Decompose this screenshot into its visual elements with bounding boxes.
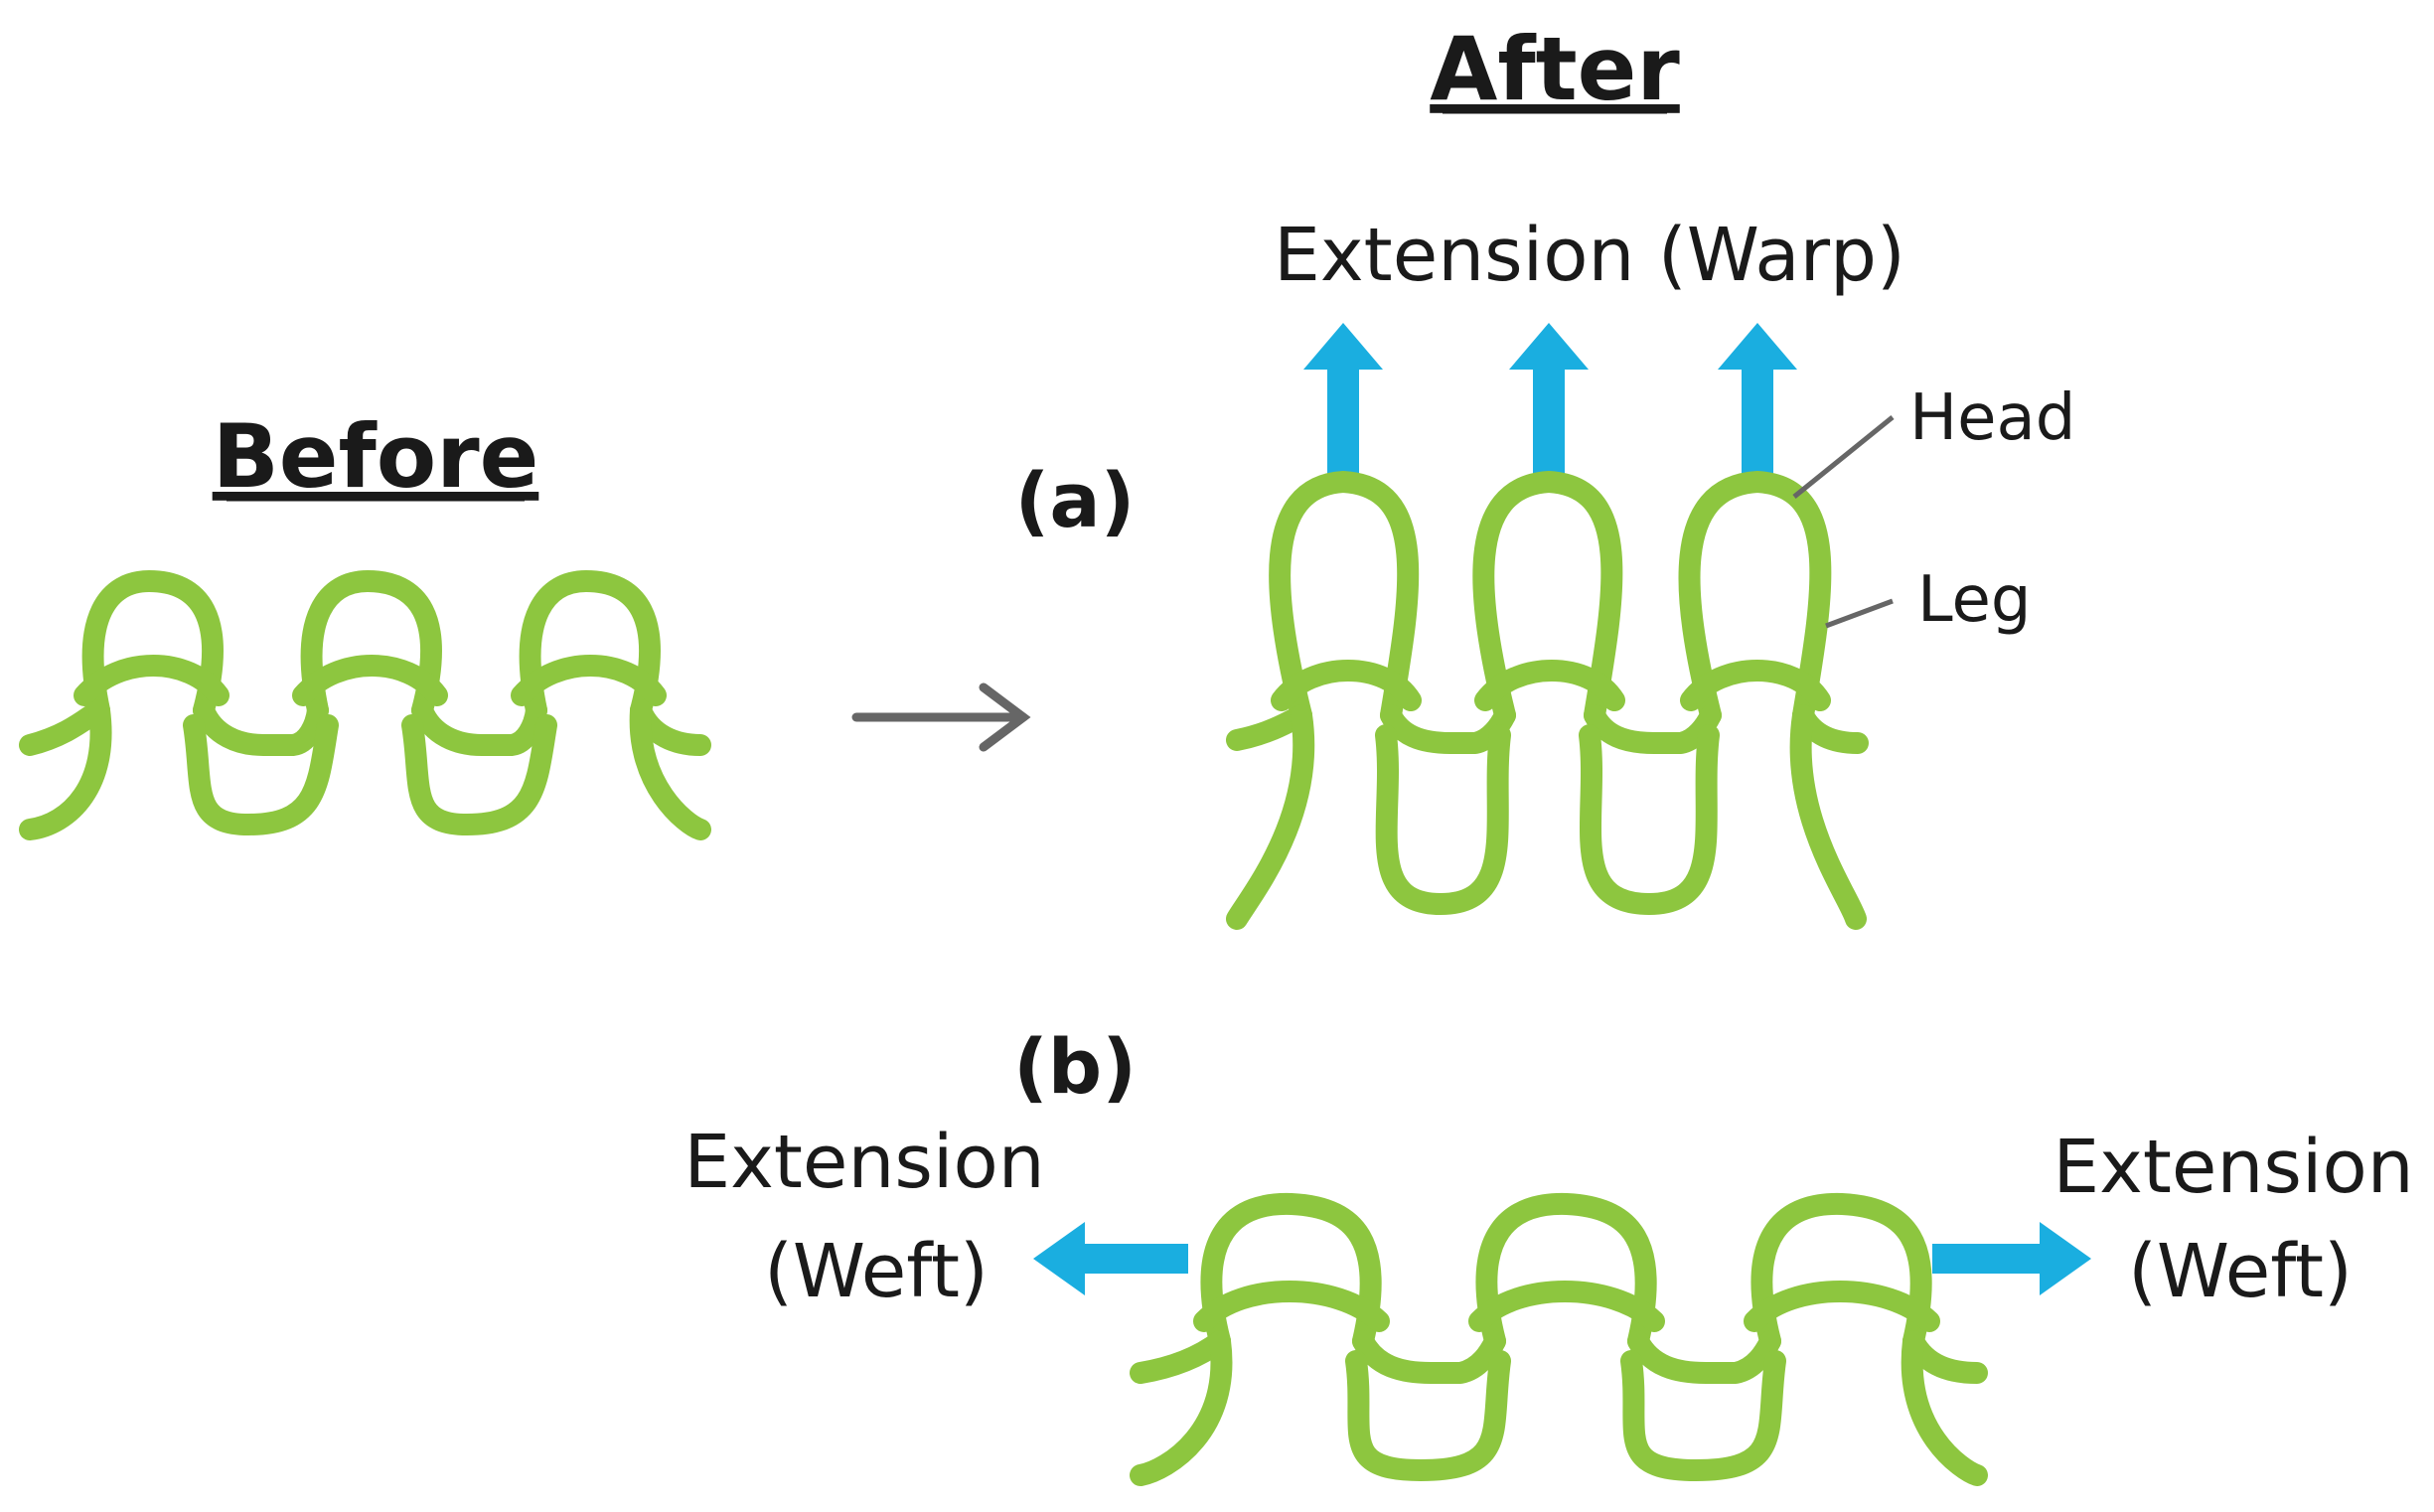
warp-arrow-2: [1509, 323, 1589, 479]
before-heading: Before: [213, 405, 539, 508]
weft-arrow-right: [1932, 1222, 2091, 1295]
panel-b-label: (b): [1013, 1022, 1137, 1111]
warp-extension-label: Extension (Warp): [1274, 213, 1905, 298]
head-label: Head: [1909, 381, 2075, 455]
weft-right-label-line2: (Weft): [2128, 1229, 2353, 1314]
head-pointer: [1792, 415, 1895, 499]
leg-pointer: [1825, 598, 1894, 629]
weft-knit-structure: [1130, 1192, 1988, 1486]
warp-arrow-1: [1303, 323, 1383, 479]
warp-arrow-3: [1718, 323, 1797, 479]
weft-left-label-line2: (Weft): [764, 1229, 989, 1314]
after-heading: After: [1430, 18, 1680, 120]
weft-left-label-line1: Extension: [684, 1120, 1044, 1205]
leg-label: Leg: [1917, 563, 2032, 637]
panel-a-label: (a): [1015, 456, 1136, 544]
weft-arrow-left: [1033, 1222, 1188, 1295]
before-knit-structure: [19, 570, 711, 840]
transition-arrow: [851, 682, 1031, 752]
warp-arrows: [1303, 323, 1797, 479]
warp-knit-structure: [1226, 471, 1869, 930]
weft-right-label-line1: Extension: [2053, 1125, 2413, 1210]
